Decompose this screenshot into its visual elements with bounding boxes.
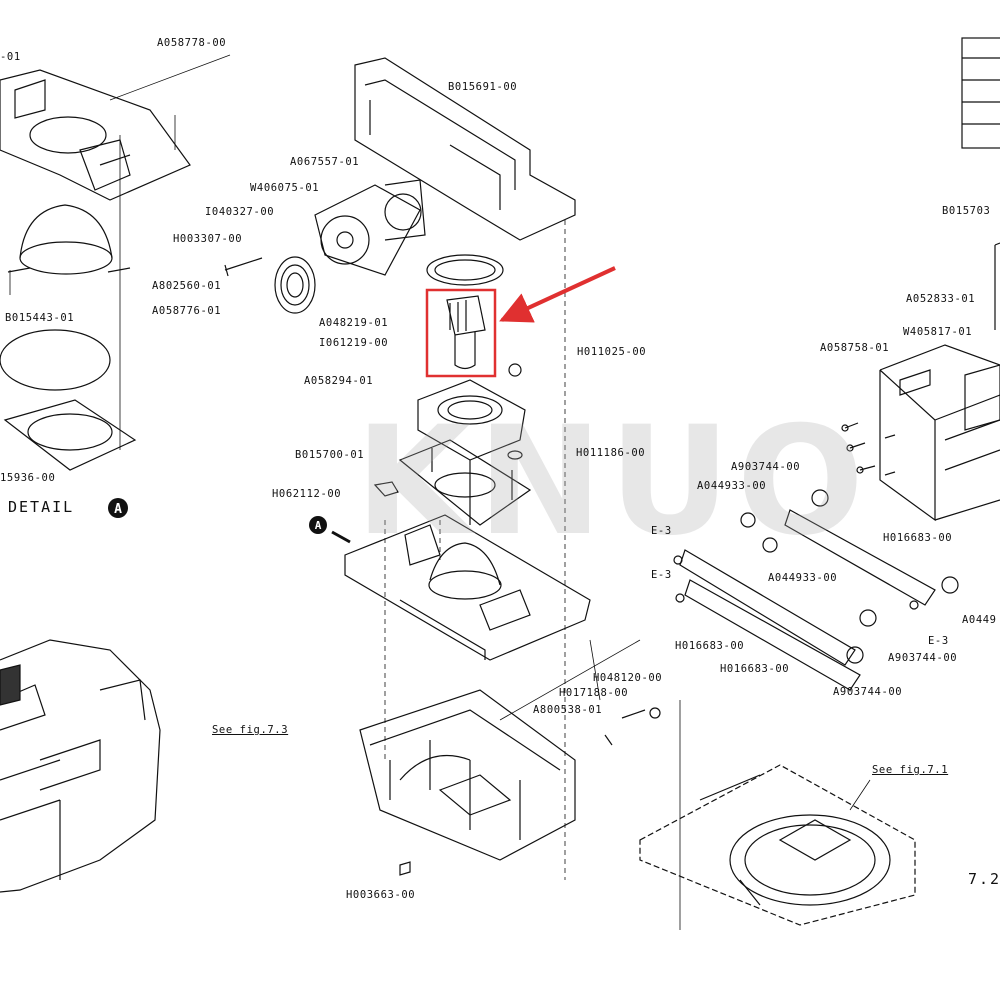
detail-a-badge-circle (108, 498, 128, 518)
rear-frame (354, 57, 576, 241)
part-label-a058294: A058294-01 (304, 375, 374, 387)
part-label-e3-b: E-3 (651, 569, 672, 581)
part-label-a058776: A058776-01 (152, 305, 222, 317)
part-label-w405817: W405817-01 (903, 326, 973, 338)
part-label-b015443: B015443-01 (5, 312, 75, 324)
leader-fig71 (849, 779, 871, 811)
pulleys (673, 489, 959, 664)
marker-a-circle (309, 516, 327, 534)
wing-screw-h062112 (373, 481, 399, 497)
screw-h003307 (224, 257, 263, 277)
part-label-h003663: H003663-00 (346, 889, 416, 901)
part-label-e3-c: E-3 (928, 635, 949, 647)
part-label-h017188: H017188-00 (559, 687, 629, 699)
part-label-h016683-left: H016683-00 (675, 640, 745, 652)
part-label-i061219: I061219-00 (319, 337, 389, 349)
figure-number: 7.2 (968, 870, 1000, 888)
highlight-arrow (499, 266, 616, 323)
part-label-a800538: A800538-01 (533, 704, 603, 716)
motor-part (446, 295, 486, 370)
part-label-a903744-right: A903744-00 (888, 652, 958, 664)
marker-a-letter: A (315, 519, 322, 532)
part-label-a048219: A048219-01 (319, 317, 389, 329)
part-label-h011025: H011025-00 (577, 346, 647, 358)
part-label-a903744-bottom: A903744-00 (833, 686, 903, 698)
leader-lines (499, 639, 681, 930)
printer-body-outline (0, 639, 161, 893)
ring-h048120 (649, 707, 661, 719)
detail-a-top-plate (0, 69, 191, 201)
part-label-a044933-mid: A044933-00 (768, 572, 838, 584)
screw-h003663 (399, 861, 411, 876)
lower-right-assembly (639, 764, 916, 926)
right-side-frame (879, 242, 1000, 522)
part-label-15936: 15936-00 (0, 472, 56, 484)
part-label-a067557: A067557-01 (290, 156, 360, 168)
detail-a-badge-letter: A (114, 502, 122, 517)
part-label-a044933-top: A044933-00 (697, 480, 767, 492)
part-label-a058778: A058778-00 (157, 37, 227, 49)
part-label-w406075: W406075-01 (250, 182, 320, 194)
part-label-b015703: B015703 (942, 205, 991, 217)
fan-guard (274, 256, 316, 314)
base-plate-with-dome (344, 514, 591, 661)
part-label-h048120: H048120-00 (593, 672, 663, 684)
part-label-h062112: H062112-00 (272, 488, 342, 500)
part-label-h003307: H003307-00 (173, 233, 243, 245)
detail-a-dome (7, 204, 131, 275)
part-label-h011186: H011186-00 (576, 447, 646, 459)
part-label-h016683-right: H016683-00 (883, 532, 953, 544)
part-label-a802560: A802560-01 (152, 280, 222, 292)
guide-lines (384, 220, 566, 880)
part-label-a0449-edge: A0449 (962, 614, 997, 626)
part-label-edge-01: -01 (0, 51, 21, 63)
part-label-i040327: I040327-00 (205, 206, 275, 218)
bracket-b015700 (398, 439, 532, 526)
part-label-a903744-top: A903744-00 (731, 461, 801, 473)
nut-h011025 (508, 363, 522, 377)
part-label-a052833: A052833-01 (906, 293, 976, 305)
detail-a-title: DETAIL (8, 498, 75, 516)
marker-a-arrow (331, 530, 351, 544)
retaining-ring (426, 254, 504, 286)
standoff-screws (431, 448, 513, 525)
parts-table (961, 37, 1000, 149)
chassis-assembly (359, 689, 576, 861)
part-label-b015691: B015691-00 (448, 81, 518, 93)
part-label-b015700: B015700-01 (295, 449, 365, 461)
cross-ref-fig73[interactable]: See fig.7.3 (212, 724, 289, 736)
spring-h017188 (604, 709, 646, 746)
cross-ref-fig71[interactable]: See fig.7.1 (872, 764, 949, 776)
washer-h011186 (507, 450, 523, 460)
cooling-fan (314, 179, 426, 276)
part-label-h016683-bottom: H016683-00 (720, 663, 790, 675)
detail-a-lens-disc (0, 329, 111, 391)
motor-mount (417, 379, 526, 461)
frame-screws (841, 422, 896, 476)
part-label-a058758: A058758-01 (820, 342, 890, 354)
highlight-box (425, 288, 497, 378)
part-label-e3-a: E-3 (651, 525, 672, 537)
detail-a-bottom-plate (3, 399, 137, 471)
